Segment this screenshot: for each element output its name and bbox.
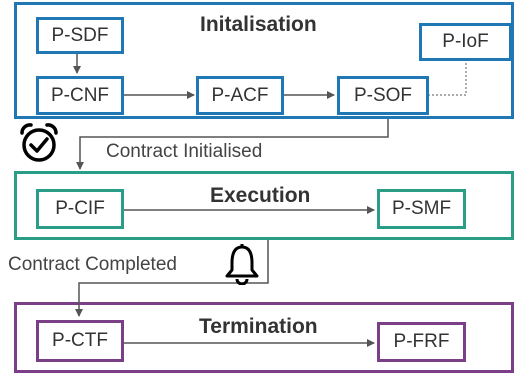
execution-title: Execution [210,184,311,207]
contract-completed-label: Contract Completed [8,254,177,275]
node-p-cnf: P-CNF [36,76,124,115]
node-p-iof: P-IoF [419,23,512,61]
node-p-acf: P-ACF [196,76,284,115]
node-p-sof: P-SOF [337,76,429,115]
contract-initialised-label: Contract Initialised [106,141,263,162]
node-p-sdf: P-SDF [36,17,124,54]
node-p-cif: P-CIF [36,189,124,229]
node-p-frf: P-FRF [377,322,466,362]
alarm-clock-icon [20,123,58,162]
initialisation-title: Initalisation [200,13,317,36]
bell-icon [225,244,259,285]
node-p-ctf: P-CTF [36,320,124,362]
execution-phase [14,171,514,240]
initialisation-phase [14,2,514,119]
node-p-smf: P-SMF [377,189,466,229]
termination-title: Termination [199,315,318,338]
